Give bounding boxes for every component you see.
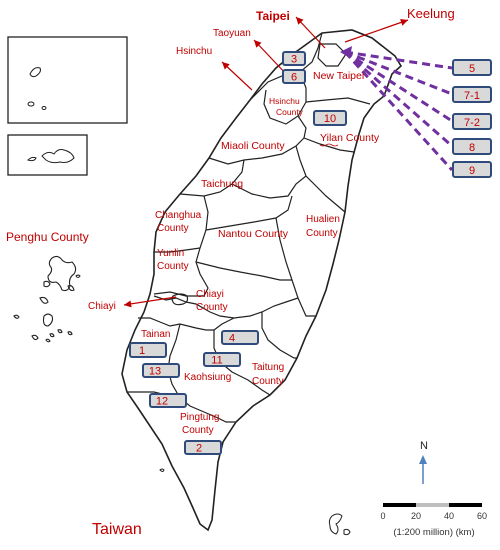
north-arrow-label: N [420, 440, 428, 452]
scale-caption: (1:200 million) (km) [393, 527, 474, 538]
label-yilan: Yilan County [320, 132, 380, 144]
side-box-5-label: 5 [469, 63, 475, 75]
site-box-11: 11 [203, 352, 241, 367]
scale-tick-60: 60 [477, 511, 487, 521]
new-taipei-pointer-arrow [340, 46, 352, 58]
site-box-4-label: 4 [229, 333, 235, 345]
label-nantou: Nantou County [218, 228, 289, 240]
site-box-12: 12 [149, 393, 187, 408]
site-box-6: 6 [282, 69, 306, 84]
site-box-1: 1 [129, 342, 167, 358]
label-pingtung-1: Pingtung [180, 412, 219, 423]
site-box-10: 10 [313, 110, 347, 126]
county-boundaries [127, 32, 371, 423]
north-arrow: N [419, 440, 428, 484]
side-box-7-1: 7-1 [452, 86, 492, 103]
label-taoyuan: Taoyuan [213, 28, 251, 39]
label-hsinchu-county-2: County [276, 107, 304, 117]
yilan-underline [319, 143, 339, 147]
label-hualien-2: County [306, 228, 338, 239]
label-penghu: Penghu County [6, 230, 89, 244]
label-taitung-1: Taitung [252, 362, 284, 373]
label-chiayi-county-1: Chiayi [196, 289, 224, 300]
side-box-9-label: 9 [469, 165, 475, 177]
side-box-8: 8 [452, 138, 492, 155]
label-taitung-2: County [252, 376, 284, 387]
label-kaohsiung: Kaohsiung [184, 372, 231, 383]
site-box-12-label: 12 [156, 396, 168, 408]
scale-tick-0: 0 [380, 511, 385, 521]
label-new-taipei: New Taipei [313, 70, 364, 82]
label-changhua-2: County [157, 223, 189, 234]
inset-frame-bottom [7, 134, 88, 176]
label-taichung: Taichung [201, 178, 243, 190]
side-box-9: 9 [452, 161, 492, 178]
site-box-10-label: 10 [324, 113, 336, 125]
label-chiayi-city: Chiayi [88, 301, 116, 312]
label-yunlin-2: County [157, 261, 189, 272]
region-labels: Taipei Keelung Taoyuan Hsinchu New Taipe… [6, 6, 455, 538]
scale-tick-20: 20 [411, 511, 421, 521]
side-box-7-2: 7-2 [452, 113, 492, 130]
label-leader-arrows [123, 16, 409, 308]
label-pingtung-2: County [182, 425, 214, 436]
site-box-6-label: 6 [291, 72, 297, 84]
label-tainan: Tainan [141, 329, 170, 340]
side-box-7-2-label: 7-2 [464, 117, 480, 129]
side-box-7-1-label: 7-1 [464, 90, 480, 102]
side-box-5: 5 [452, 59, 492, 76]
site-box-11-label: 11 [211, 355, 222, 367]
label-chiayi-county-2: County [196, 302, 228, 313]
inset-islands [27, 67, 75, 164]
site-box-2-label: 2 [196, 443, 202, 455]
label-taipei: Taipei [256, 9, 290, 23]
site-box-1-label: 1 [139, 345, 145, 357]
label-hualien-1: Hualien [306, 214, 340, 225]
label-keelung: Keelung [407, 6, 455, 21]
label-yunlin-1: Yunlin [157, 248, 184, 259]
site-box-3: 3 [282, 51, 306, 66]
scale-bar: 0 20 40 60 (1:200 million) (km) [380, 503, 487, 538]
site-box-3-label: 3 [291, 54, 297, 66]
label-miaoli: Miaoli County [221, 140, 285, 152]
label-hsinchu: Hsinchu [176, 46, 212, 57]
southern-islands [159, 468, 351, 536]
site-dashed-lines [343, 50, 454, 172]
map-title: Taiwan [92, 521, 142, 538]
scale-tick-40: 40 [444, 511, 454, 521]
side-box-8-label: 8 [469, 142, 475, 154]
penghu-islands [13, 255, 81, 343]
label-hsinchu-county-1: Hsinchu [269, 96, 300, 106]
site-box-4: 4 [221, 330, 259, 345]
label-changhua-1: Changhua [155, 210, 202, 221]
taiwan-outline [121, 29, 403, 532]
site-box-13-label: 13 [149, 366, 161, 378]
site-box-2: 2 [184, 440, 222, 455]
inset-frame-top [7, 36, 128, 124]
site-box-13: 13 [142, 363, 180, 378]
